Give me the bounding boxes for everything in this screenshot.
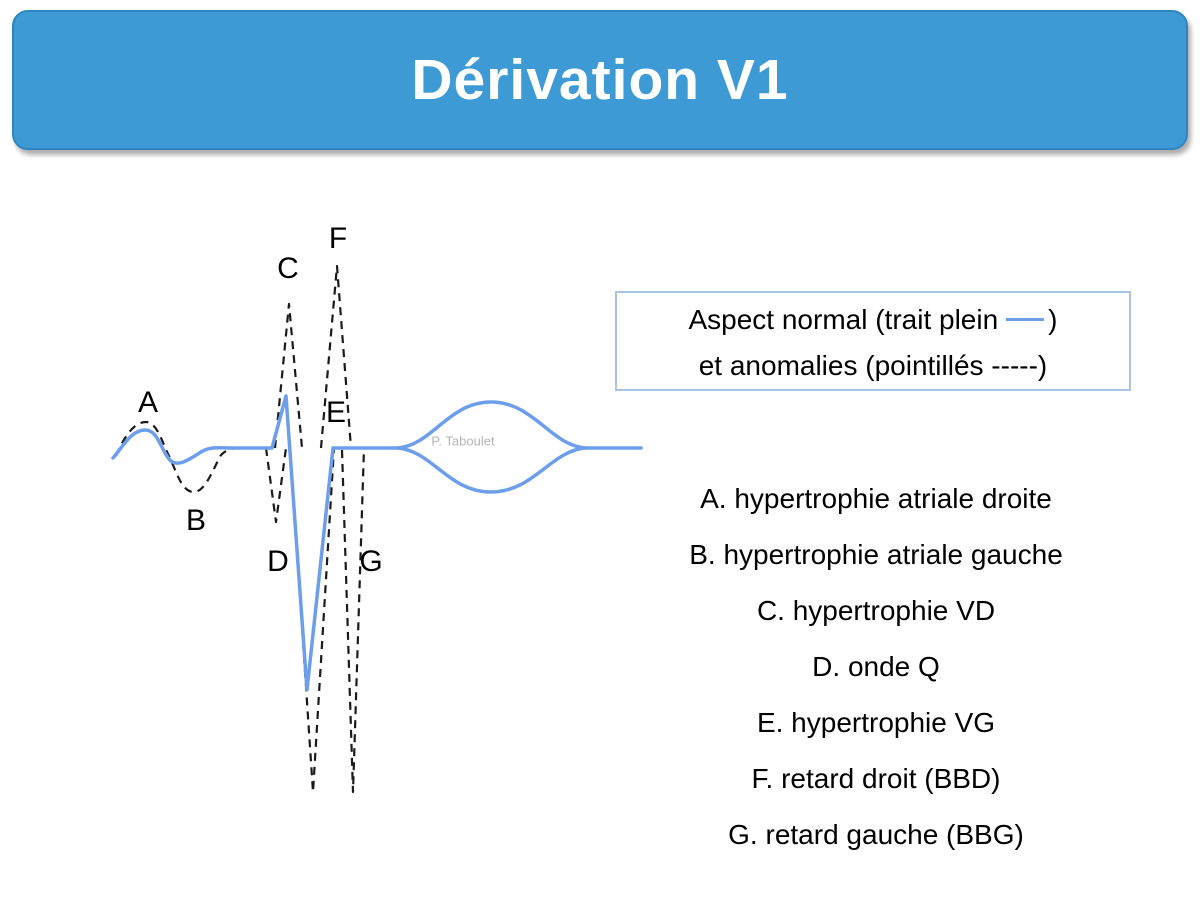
ecg-anomaly-d-q-wave [264,447,288,524]
annotation-item-g: G. retard gauche (BBG) [728,819,1024,850]
annotation-item-d: D. onde Q [812,651,940,682]
solid-line-sample-icon [1006,318,1045,322]
annotation-item-f: F. retard droit (BBD) [751,763,1001,794]
ecg-diagram: F C A E B D G P. Taboulet [90,215,660,835]
annotation-item-b: B. hypertrophie atriale gauche [689,539,1063,570]
point-label-b: B [185,504,207,537]
ecg-normal-trace [111,394,643,692]
legend-normal-text: Aspect normal (trait plein [688,304,999,335]
legend-normal-close: ) [1048,304,1058,335]
page-title: Dérivation V1 [411,48,789,112]
ecg-anomaly-c-tall-r [273,302,304,449]
ecg-anomaly-p-wave-a-b [114,420,240,494]
annotation-list: A. hypertrophie atriale droite B. hypert… [620,471,1132,863]
point-label-c: C [277,252,299,285]
legend-line-normal: Aspect normal (trait plein) [617,297,1129,343]
ecg-anomaly-f-tall-r-prime [319,264,353,449]
legend-line-anomaly: et anomalies (pointillés -----) [698,350,1048,381]
legend-box: Aspect normal (trait plein) et anomalies… [615,291,1131,391]
annotation-item-c: C. hypertrophie VD [756,595,996,626]
annotation-item-a: A. hypertrophie atriale droite [700,483,1052,514]
point-label-e: E [325,396,347,429]
annotation-item-e: E. hypertrophie VG [756,707,996,738]
point-label-a: A [137,386,159,419]
header-banner: Dérivation V1 [12,10,1188,150]
point-label-d: D [267,545,289,578]
ecg-svg [111,264,643,794]
point-label-f: F [328,222,348,255]
point-label-g: G [359,545,383,578]
ecg-normal-t-wave-lower [395,446,588,494]
watermark-text: P. Taboulet [431,433,495,449]
ecg-anomaly-g-deep-wide-s [340,447,366,794]
